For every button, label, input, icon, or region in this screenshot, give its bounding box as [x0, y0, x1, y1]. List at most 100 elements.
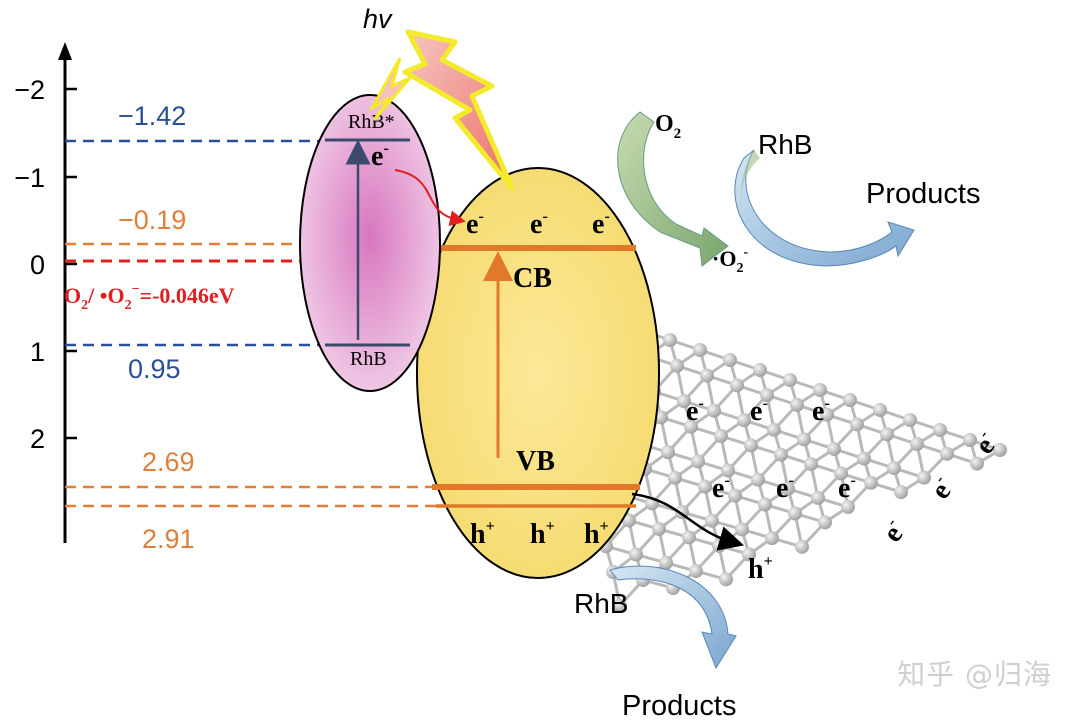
carbon-atom: [712, 538, 726, 553]
graphene-electron: e-: [686, 395, 704, 427]
carbon-atom: [880, 427, 894, 442]
carbon-atom: [753, 363, 767, 377]
carbon-atom: [698, 479, 712, 494]
energy-axis: −2 −1 0 1 2: [14, 42, 77, 543]
vb-label: VB: [516, 446, 555, 477]
watermark: 知乎 @归海: [897, 658, 1052, 691]
carbon-atom: [827, 441, 841, 456]
rhb-degradation-bottom: RhB Products: [574, 565, 737, 722]
graphene-electron: e-: [812, 395, 830, 427]
vb-upper-value: 2.69: [142, 447, 195, 477]
carbon-atom: [668, 470, 682, 485]
graphene-electron: e-: [776, 472, 794, 504]
carbon-atom: [933, 423, 947, 437]
light-label: hv: [363, 4, 393, 34]
carbon-atom: [744, 438, 758, 453]
carbon-atom: [940, 446, 954, 461]
rhb-star-value: −1.42: [118, 101, 186, 131]
degradation-arrow-bottom: [609, 565, 737, 670]
tick-label: 2: [30, 424, 45, 454]
carbon-atom: [864, 475, 878, 490]
hole-transfer-arrow: [631, 492, 745, 551]
oxygen-reduction: O2 ·O2-: [617, 111, 748, 276]
o2-label: O2: [655, 111, 681, 142]
rhb-bottom-label: RhB: [574, 588, 628, 619]
semiconductor-ellipse: [416, 167, 660, 579]
cb-label: CB: [513, 263, 552, 294]
lightning-bolt: [402, 29, 515, 191]
graphene-electrons: e- e- e- e- e- e- e- e- e-: [686, 395, 1001, 548]
carbon-atom: [841, 500, 855, 515]
carbon-atom: [887, 461, 901, 476]
carbon-atom: [818, 515, 832, 530]
rhb-top-label: RhB: [758, 129, 812, 160]
carbon-atom: [795, 539, 809, 554]
carbon-atom: [705, 513, 719, 528]
carbon-atom: [834, 466, 848, 481]
carbon-atom: [970, 456, 984, 471]
carbon-atom: [735, 522, 749, 537]
carbon-atom: [783, 373, 797, 387]
carbon-atom: [765, 531, 779, 546]
graphene-electron: e-: [838, 472, 856, 504]
redox-potential-label: O2/ •O2−=-0.046eV: [64, 282, 235, 313]
graphene-electron: e-: [712, 472, 730, 504]
vb-hole: h+: [530, 518, 555, 550]
carbon-atom: [804, 457, 818, 472]
lightning-bolt-small: [368, 57, 412, 121]
carbon-atom: [850, 417, 864, 432]
tick-label: 0: [30, 250, 45, 280]
carbon-atom: [873, 403, 887, 417]
dye-ellipse: [299, 94, 441, 392]
carbon-atom: [622, 513, 636, 528]
tick-label: −1: [14, 163, 45, 193]
carbon-atom: [760, 388, 774, 403]
carbon-atom: [843, 393, 857, 407]
dye-electron: e-: [371, 140, 389, 172]
rhb-star-label: RhB*: [348, 111, 395, 133]
vb-hole: h+: [470, 518, 495, 550]
energy-levels: −1.42 −0.19 0.95 2.69 2.91 O2/ •O2−=-0.0…: [64, 101, 440, 554]
semiconductor: CB VB e- e- e- h+ h+ h+: [416, 167, 660, 579]
carbon-atom: [684, 419, 698, 434]
carbon-atom: [811, 490, 825, 505]
carbon-atom: [813, 383, 827, 397]
carbon-atom: [728, 488, 742, 503]
graphene-electron: e-: [750, 395, 768, 427]
cb-electron: e-: [466, 208, 484, 240]
tick-label: 1: [30, 337, 45, 367]
carbon-atom: [670, 358, 684, 373]
graphene-electron: e-: [876, 515, 912, 548]
carbon-atom: [917, 470, 931, 485]
rhb-value: 0.95: [128, 354, 181, 384]
electron-injection-arrow: [394, 169, 466, 227]
carbon-atom: [894, 485, 908, 500]
carbon-atom: [659, 555, 673, 570]
carbon-atom: [993, 443, 1007, 457]
carbon-atom: [751, 472, 765, 487]
carbon-atom: [693, 343, 707, 357]
carbon-atom: [788, 506, 802, 521]
carbon-atom: [910, 437, 924, 452]
carbon-atom: [774, 447, 788, 462]
carbon-atom: [963, 433, 977, 447]
carbon-atom: [742, 547, 756, 562]
carbon-atom: [781, 481, 795, 496]
superoxide-label: ·O2-: [712, 245, 748, 276]
degradation-arrow-top: [734, 149, 915, 267]
rhb-ground-label: RhB: [350, 348, 387, 370]
carbon-atom: [857, 451, 871, 466]
carbon-atom: [707, 403, 721, 418]
products-top-label: Products: [866, 178, 980, 210]
carbon-atom: [737, 413, 751, 428]
carbon-atom: [767, 422, 781, 437]
carbon-atom: [689, 564, 703, 579]
carbon-atom: [629, 547, 643, 562]
rhb-degradation-top: RhB Products: [734, 129, 980, 267]
carbon-atom: [820, 407, 834, 422]
carbon-atom: [719, 572, 733, 587]
carbon-atom: [790, 397, 804, 412]
vb-lower-value: 2.91: [142, 524, 195, 554]
